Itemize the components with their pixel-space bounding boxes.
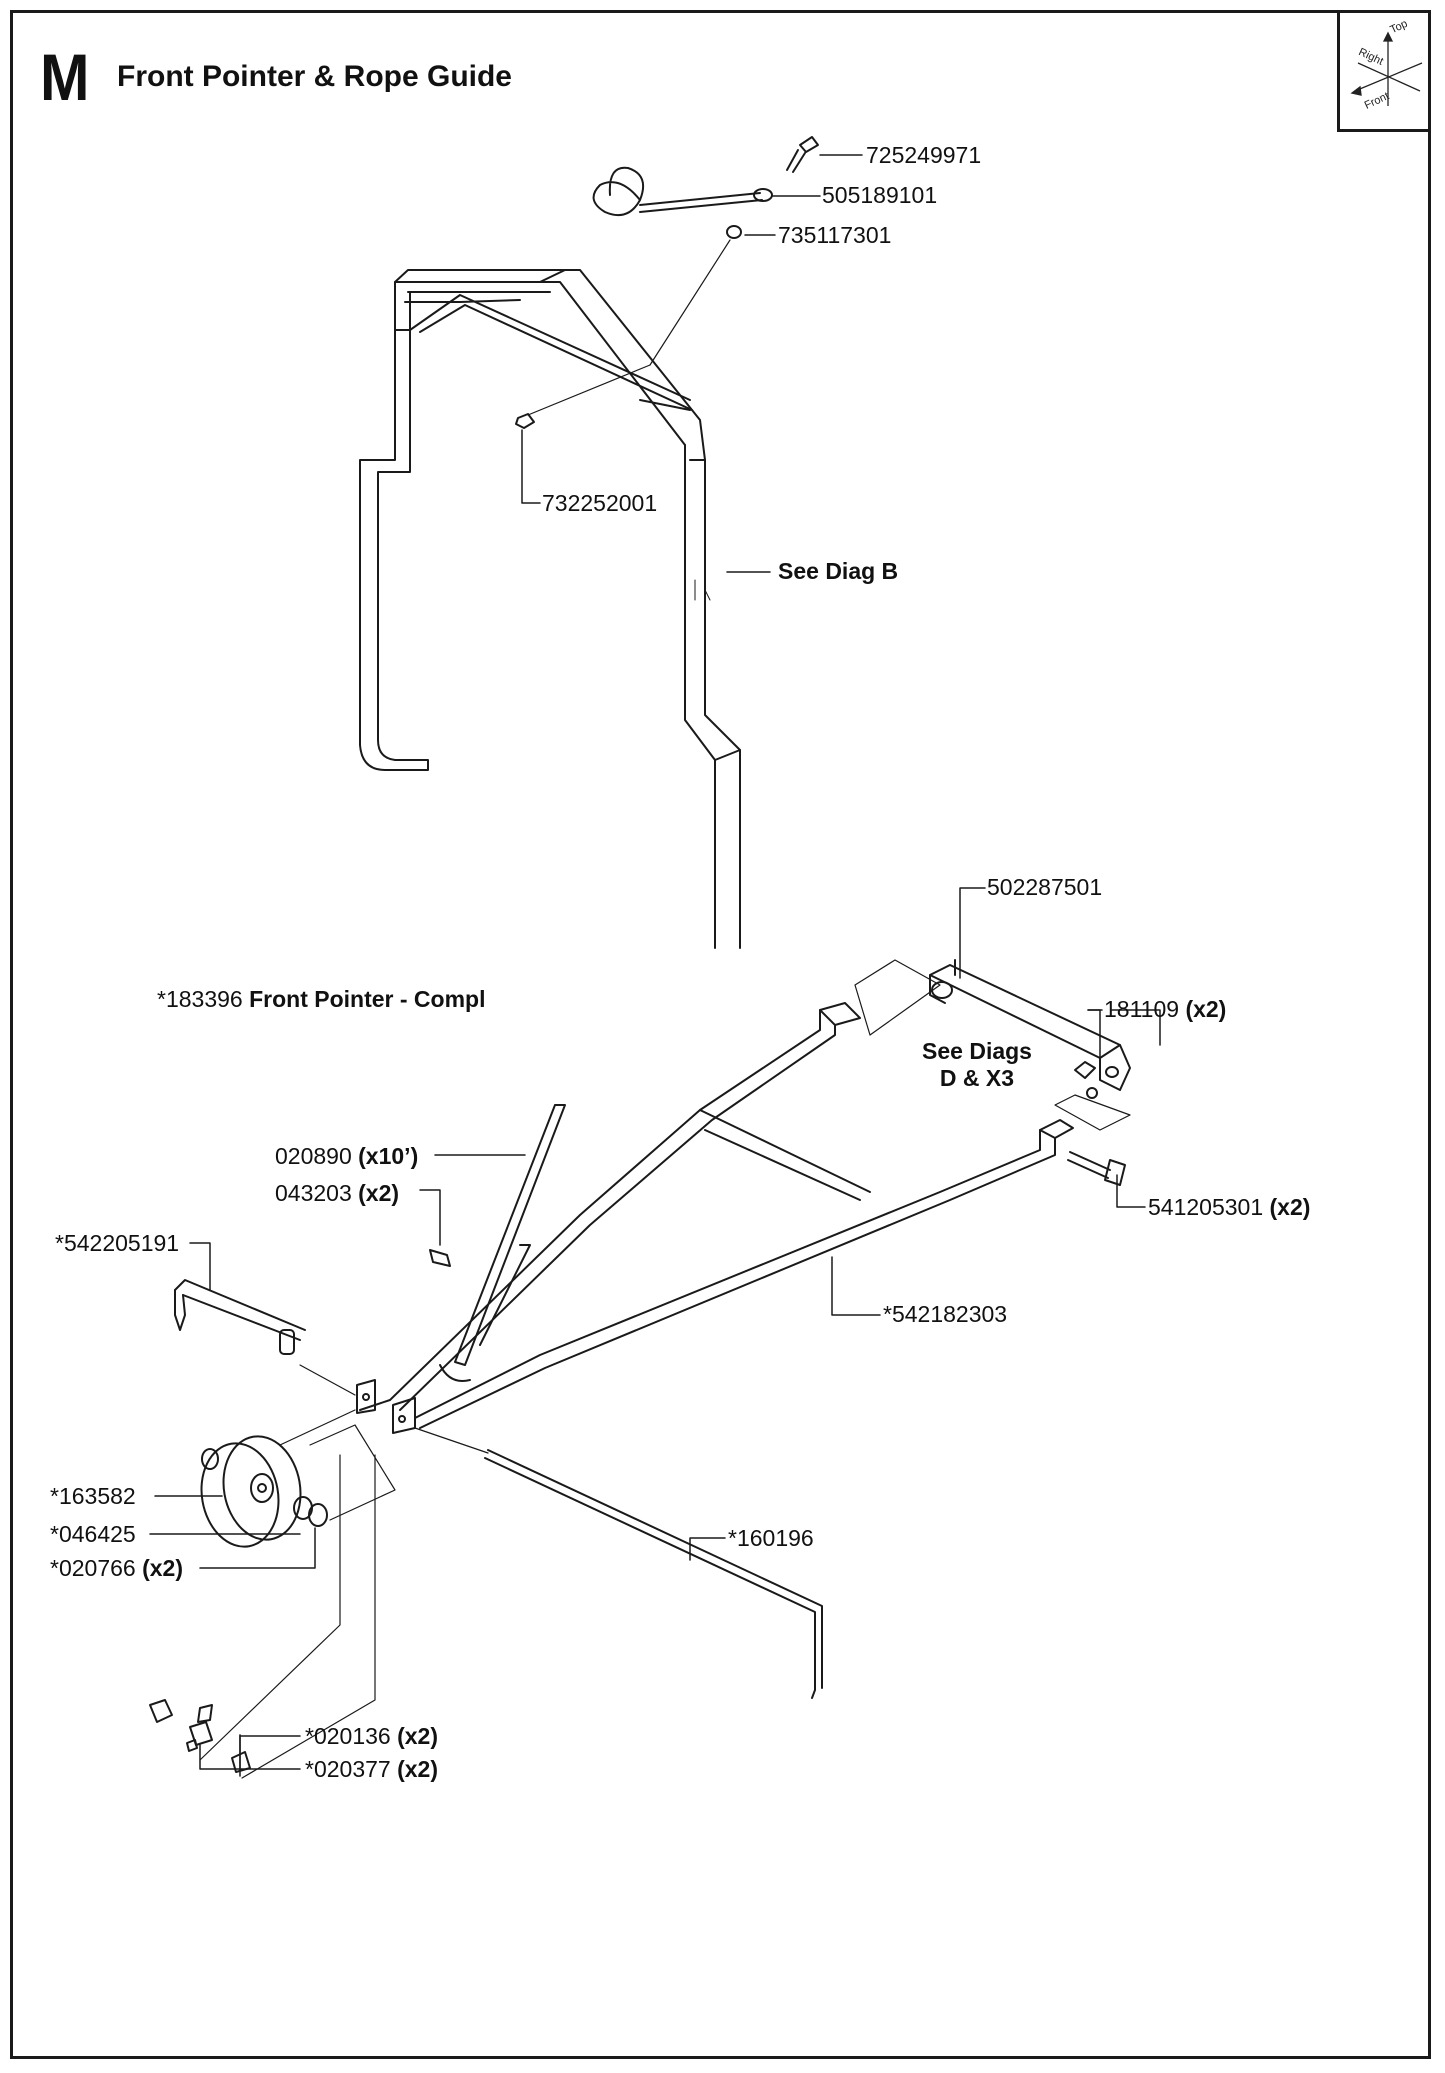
bolt-541205301: [1067, 1151, 1126, 1186]
callout-043203: 043203 (x2): [275, 1180, 400, 1206]
bolt-020377: [149, 1699, 213, 1746]
diagram-title: Front Pointer & Rope Guide: [117, 60, 512, 93]
callout-160196: *160196: [728, 1525, 814, 1551]
guide-nut: [515, 413, 535, 429]
callout-502287501: 502287501: [987, 874, 1103, 900]
guide-washer: [726, 225, 742, 239]
callout-542182303: *542182303: [883, 1301, 1008, 1327]
side-rod: [414, 1427, 823, 1699]
page-border: [10, 10, 1431, 2059]
pointer-rod: [439, 1104, 566, 1382]
section-letter: M: [40, 40, 90, 114]
orientation-compass: Top Right Front: [1337, 11, 1430, 132]
clip-043203: [429, 1249, 451, 1267]
callout-505189101: 505189101: [822, 182, 938, 208]
callout-725249971: 725249971: [866, 142, 982, 168]
callout-735117301: 735117301: [778, 222, 892, 248]
callout-163582: *163582: [50, 1483, 136, 1509]
axle-pin: [174, 1279, 356, 1396]
callout-020377: *020377 (x2): [305, 1756, 438, 1782]
guide-bolt: [786, 136, 819, 173]
callout-046425: *046425: [50, 1521, 136, 1547]
callout-181109: 181109 (x2): [1104, 996, 1227, 1022]
compass-axes-icon: [1350, 31, 1423, 106]
callout-183396-front-pointer-compl: *183396 Front Pointer - Compl: [157, 986, 486, 1012]
washer-020766: [308, 1503, 328, 1527]
rope-guide-coil: [592, 166, 773, 216]
callout-see-diags-d-x3: See Diags D & X3: [922, 1038, 1032, 1091]
rope-guide-frame: [359, 269, 741, 949]
callout-020890: 020890 (x10’): [275, 1143, 419, 1169]
callout-542205191: *542205191: [55, 1230, 180, 1256]
washer-left: [201, 1448, 219, 1470]
wheel: [200, 1435, 302, 1548]
callout-732252001: 732252001: [542, 490, 658, 516]
callout-541205301: 541205301 (x2): [1148, 1194, 1311, 1220]
callout-020136: *020136 (x2): [305, 1723, 438, 1749]
callout-see-diag-b: See Diag B: [778, 558, 899, 584]
callout-020766: *020766 (x2): [50, 1555, 183, 1581]
